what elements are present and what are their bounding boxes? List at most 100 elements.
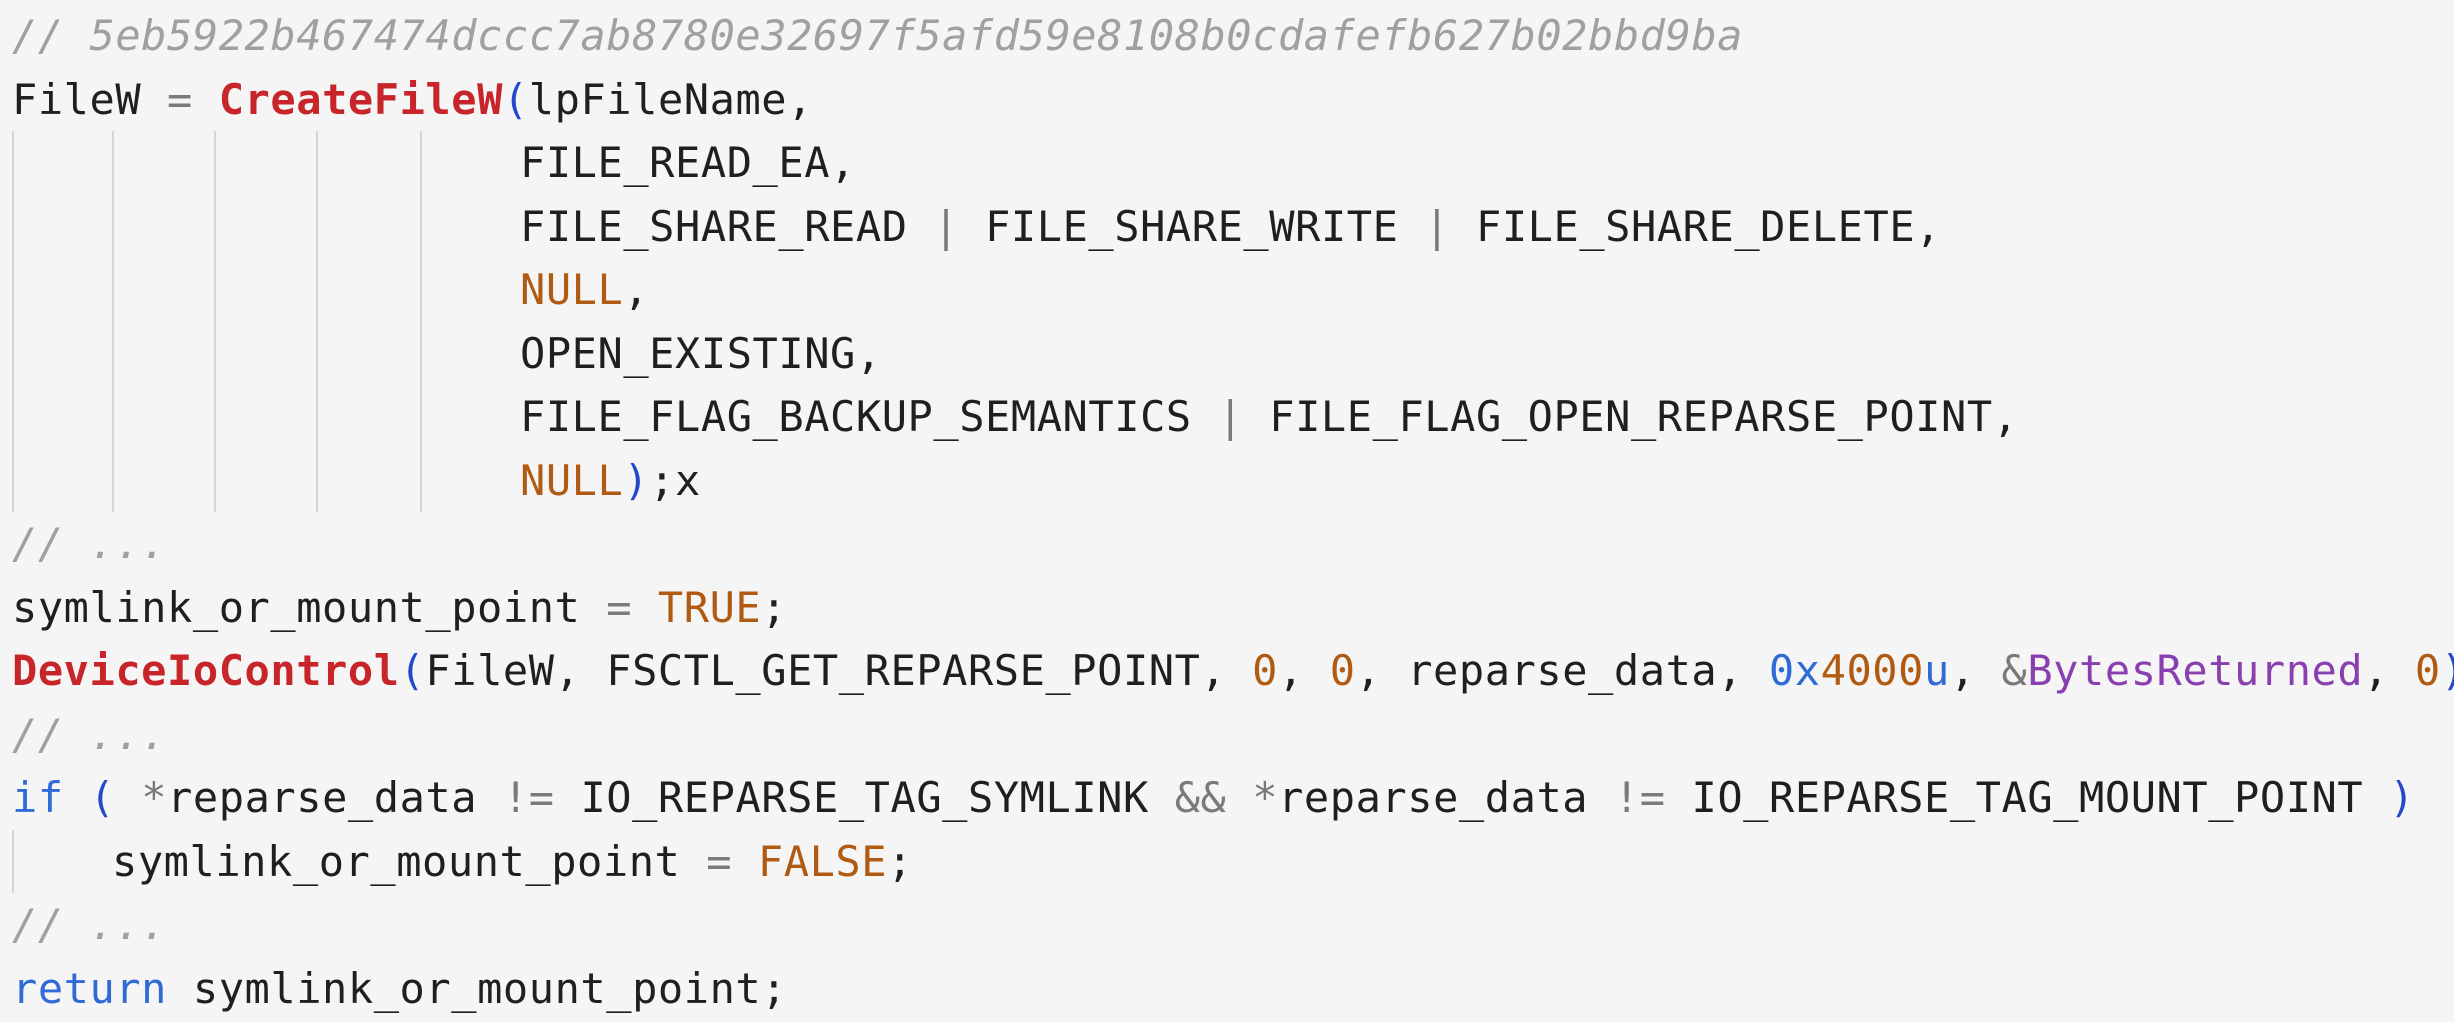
code-token: , bbox=[1278, 646, 1330, 695]
code-token: NULL bbox=[520, 455, 624, 505]
code-token: FILE_READ_EA, bbox=[520, 138, 856, 187]
code-token: * bbox=[1252, 773, 1279, 822]
indent-guide bbox=[214, 448, 216, 512]
indent-guide bbox=[214, 194, 216, 258]
code-line[interactable]: symlink_or_mount_point = TRUE; bbox=[0, 576, 2454, 640]
indent-guide bbox=[12, 448, 14, 512]
code-token: DeviceIoControl bbox=[12, 646, 400, 695]
code-token bbox=[1226, 773, 1252, 822]
code-token: , bbox=[2363, 646, 2415, 695]
indent-guide bbox=[112, 385, 114, 449]
code-line[interactable]: // ... bbox=[0, 893, 2454, 957]
code-line[interactable]: OPEN_EXISTING, bbox=[0, 321, 2454, 385]
code-token: FileW bbox=[12, 74, 168, 124]
code-line[interactable]: FileW = CreateFileW(lpFileName, bbox=[0, 68, 2454, 132]
code-token: TRUE bbox=[657, 582, 762, 632]
code-token: OPEN_EXISTING, bbox=[520, 328, 882, 378]
code-token: FILE_FLAG_OPEN_REPARSE_POINT, bbox=[1243, 392, 2019, 441]
code-token: | bbox=[1217, 392, 1244, 441]
code-line[interactable]: // ... bbox=[0, 703, 2454, 767]
code-token: return bbox=[12, 963, 168, 1013]
code-line[interactable]: // 5eb5922b467474dccc7ab8780e32697f5afd5… bbox=[0, 4, 2454, 68]
code-token: FILE_SHARE_READ bbox=[520, 201, 934, 251]
indent-guide bbox=[12, 829, 14, 893]
indent-guide bbox=[12, 385, 14, 449]
code-token: // ... bbox=[12, 709, 168, 759]
code-token: IO_REPARSE_TAG_MOUNT_POINT bbox=[1665, 773, 2390, 822]
indent-guide bbox=[12, 258, 14, 322]
indent-guide bbox=[420, 131, 422, 195]
code-token: != bbox=[502, 773, 555, 822]
indent-guide bbox=[420, 321, 422, 385]
code-token: ( bbox=[399, 646, 426, 695]
code-token: ; bbox=[887, 836, 913, 886]
code-token: reparse_data bbox=[167, 773, 503, 822]
code-token bbox=[64, 773, 90, 822]
code-line[interactable]: // ... bbox=[0, 512, 2454, 576]
code-token: | bbox=[933, 201, 960, 251]
indent-guide bbox=[316, 131, 318, 195]
code-token: , bbox=[1949, 646, 2002, 695]
code-token: u bbox=[1923, 646, 1950, 695]
code-line[interactable]: NULL, bbox=[0, 258, 2454, 322]
code-line[interactable]: symlink_or_mount_point = FALSE; bbox=[0, 829, 2454, 893]
code-token: NULL bbox=[520, 265, 624, 314]
code-token: // ... bbox=[12, 900, 168, 949]
code-token: 0 bbox=[1252, 646, 1278, 695]
code-token: IO_REPARSE_TAG_SYMLINK bbox=[554, 773, 1175, 822]
code-token bbox=[115, 773, 141, 822]
indent-guide bbox=[214, 131, 216, 195]
code-token: FILE_SHARE_DELETE, bbox=[1450, 201, 1942, 251]
code-token: // ... bbox=[12, 519, 168, 568]
code-token: * bbox=[141, 773, 168, 822]
code-token: // 5eb5922b467474dccc7ab8780e32697f5afd5… bbox=[12, 11, 1744, 60]
code-token: 4000 bbox=[1820, 646, 1924, 695]
code-token: ; bbox=[761, 582, 788, 632]
code-line[interactable]: NULL);x bbox=[0, 448, 2454, 512]
code-token: | bbox=[1424, 201, 1451, 251]
indent-guide bbox=[112, 194, 114, 258]
indent-guide bbox=[112, 258, 114, 322]
indent-guide bbox=[420, 385, 422, 449]
indent-guide bbox=[112, 321, 114, 385]
code-token: = bbox=[167, 74, 193, 124]
indent-guide bbox=[12, 194, 14, 258]
code-token: 0 bbox=[1329, 646, 1356, 695]
code-line[interactable]: return symlink_or_mount_point; bbox=[0, 957, 2454, 1021]
indent-guide bbox=[316, 385, 318, 449]
indent-guide bbox=[112, 131, 114, 195]
code-line[interactable]: FILE_READ_EA, bbox=[0, 131, 2454, 195]
indent-guide bbox=[214, 258, 216, 322]
indent-guide bbox=[214, 385, 216, 449]
indent-guide bbox=[420, 258, 422, 322]
code-line[interactable]: DeviceIoControl(FileW, FSCTL_GET_REPARSE… bbox=[0, 639, 2454, 703]
code-line[interactable]: FILE_SHARE_READ | FILE_SHARE_WRITE | FIL… bbox=[0, 194, 2454, 258]
indent-guide bbox=[12, 131, 14, 195]
code-token: CreateFileW bbox=[218, 74, 503, 124]
code-token: ;x bbox=[649, 455, 701, 505]
code-token: reparse_data bbox=[1278, 773, 1614, 822]
code-line[interactable]: if ( *reparse_data != IO_REPARSE_TAG_SYM… bbox=[0, 766, 2454, 830]
code-token: 0x bbox=[1768, 646, 1821, 695]
indent-guide bbox=[12, 321, 14, 385]
code-line[interactable]: FILE_FLAG_BACKUP_SEMANTICS | FILE_FLAG_O… bbox=[0, 385, 2454, 449]
code-token: = bbox=[606, 582, 633, 632]
code-token bbox=[632, 583, 658, 632]
code-token: FILE_SHARE_WRITE bbox=[959, 201, 1425, 251]
code-token: 0 bbox=[2414, 646, 2441, 695]
code-token: , bbox=[623, 265, 650, 314]
indent-guide bbox=[316, 258, 318, 322]
code-token: FALSE bbox=[757, 836, 888, 886]
code-token: ) bbox=[2389, 773, 2415, 822]
code-token: & bbox=[2001, 646, 2028, 695]
indent-guide bbox=[420, 448, 422, 512]
code-view[interactable]: // 5eb5922b467474dccc7ab8780e32697f5afd5… bbox=[0, 4, 2454, 1020]
indent-guide bbox=[214, 321, 216, 385]
code-token: FileW, FSCTL_GET_REPARSE_POINT, bbox=[425, 646, 1253, 695]
code-token: && bbox=[1174, 773, 1227, 822]
code-token bbox=[193, 75, 219, 124]
code-token: , reparse_data, bbox=[1355, 646, 1769, 695]
code-token: symlink_or_mount_point; bbox=[167, 963, 788, 1013]
code-token: symlink_or_mount_point bbox=[12, 582, 607, 632]
